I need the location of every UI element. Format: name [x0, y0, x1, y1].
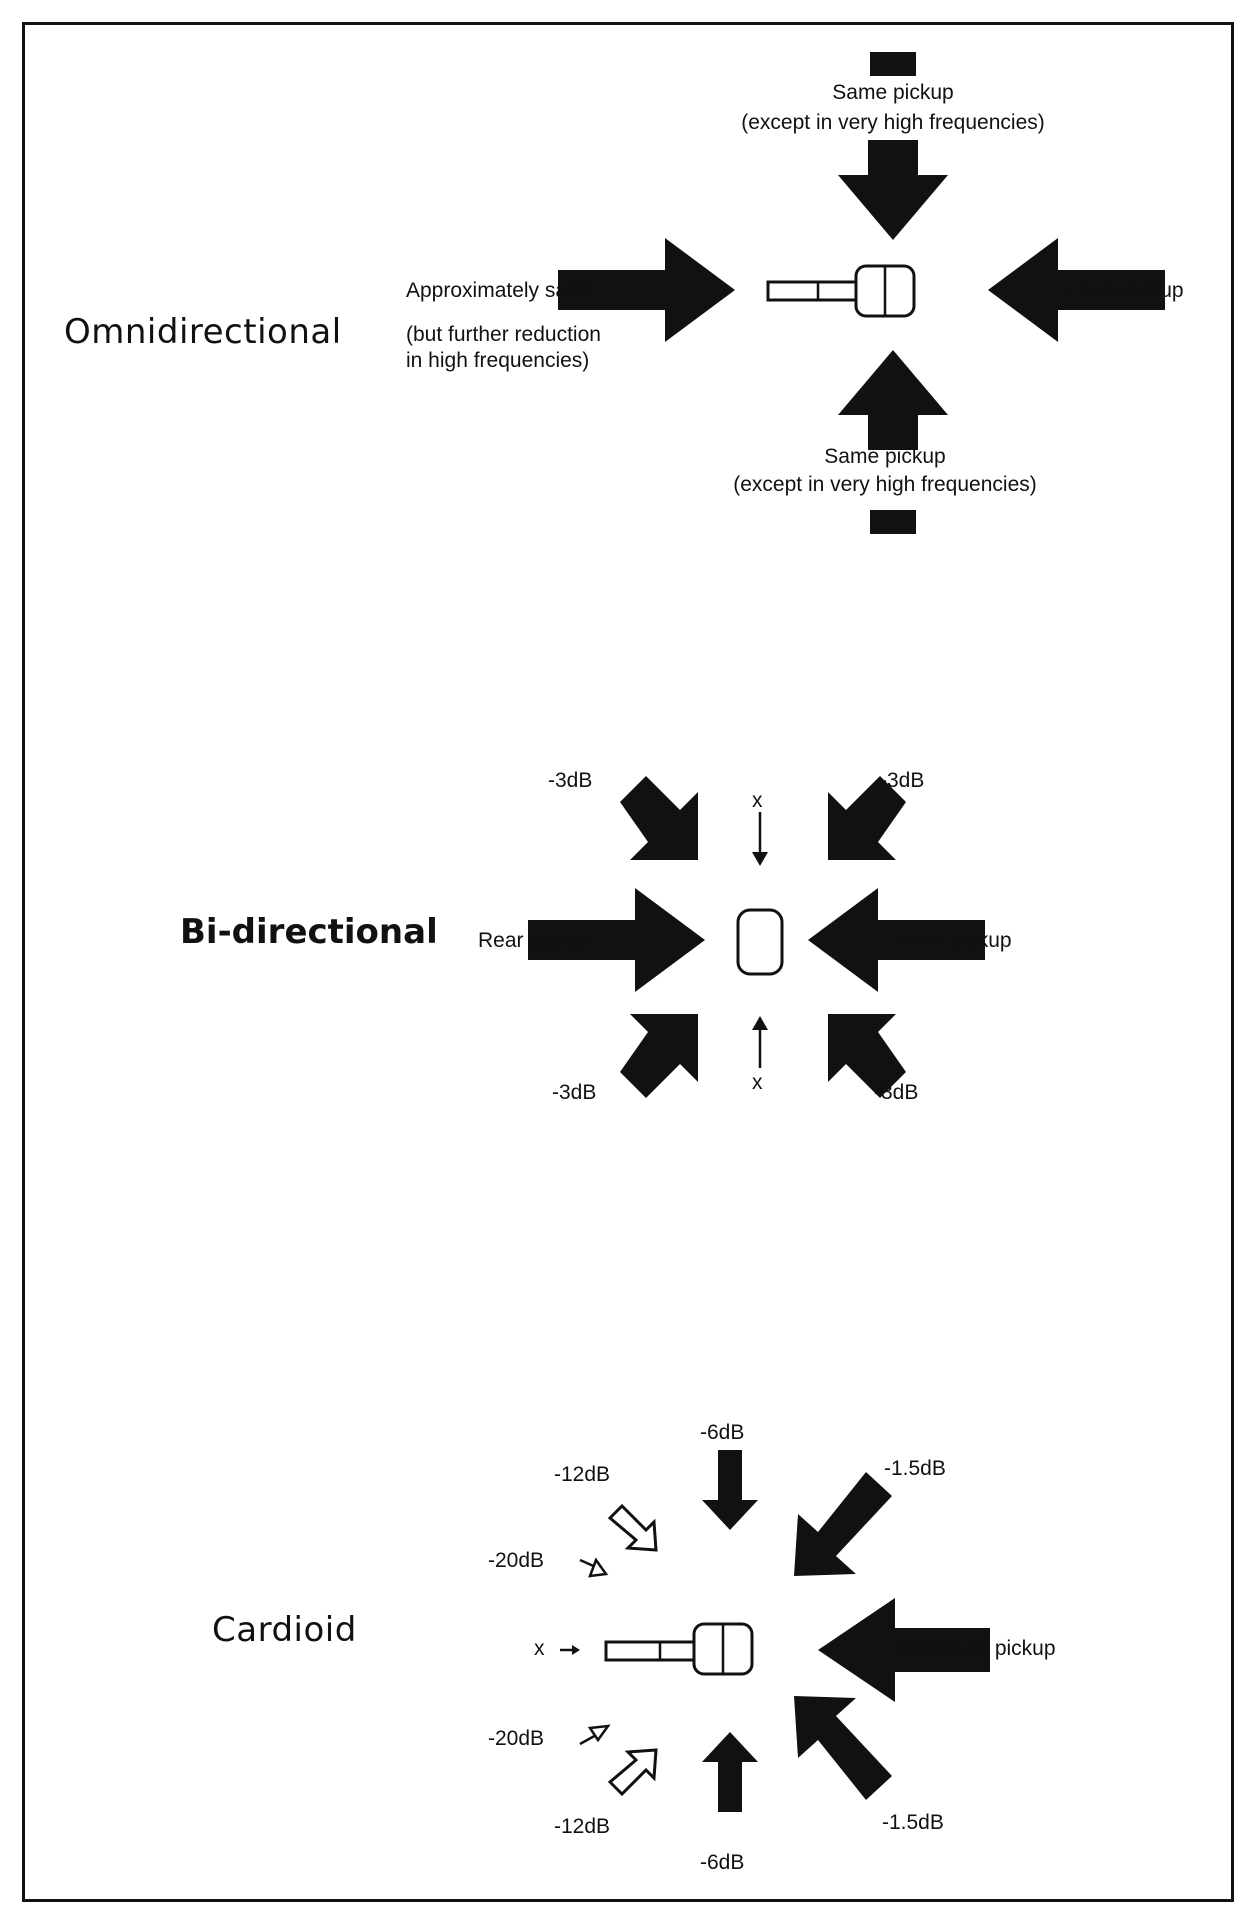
bi-top-null-arrow-icon: [752, 812, 768, 866]
cardioid-upper-left-20db-label: -20dB: [488, 1549, 545, 1572]
omni-left-sublabel-1: (but further reduction: [406, 323, 601, 346]
cardioid-upper-right-label: -1.5dB: [884, 1457, 946, 1480]
bi-title: Bi-directional: [180, 912, 438, 952]
omni-microphone-icon: [766, 264, 916, 318]
cardioid-front-arrow: [818, 1598, 990, 1702]
cardioid-lower-right-label: -1.5dB: [882, 1811, 944, 1834]
bi-bottom-null-label: x: [752, 1071, 763, 1094]
cardioid-microphone-icon: [604, 1622, 754, 1676]
bi-right-label: Front pickup: [896, 929, 1012, 952]
omni-top-arrow: [838, 140, 948, 240]
bi-upper-right-arrow: [828, 776, 906, 860]
cardioid-title: Cardioid: [212, 1610, 357, 1650]
cardioid-diagram: [560, 1450, 990, 1812]
omni-bottom-arrow: [838, 350, 948, 450]
bi-upper-right-label: -3dB: [880, 769, 925, 792]
cardioid-top-arrow: [702, 1450, 758, 1530]
cardioid-lower-left-12db-label: -12dB: [554, 1815, 611, 1838]
cardioid-right-label: Maximum pickup: [898, 1637, 1056, 1660]
omni-right-label: Front pickup: [1068, 279, 1184, 302]
cardioid-rear-null-arrow-icon: [560, 1645, 580, 1655]
bi-left-arrow: [528, 888, 705, 992]
omni-left-label: Approximately same: [406, 279, 597, 302]
bi-lower-right-arrow: [828, 1014, 906, 1098]
bi-upper-left-arrow: [620, 776, 698, 860]
bi-bottom-null-arrow-icon: [752, 1016, 768, 1068]
figure-frame: [22, 22, 1234, 1902]
cardioid-lower-right-arrow: [794, 1696, 892, 1800]
cardioid-upper-left-12db-arrow: [607, 1503, 658, 1552]
cardioid-lower-left-12db-arrow: [607, 1748, 658, 1797]
omni-bottom-label: Same pickup: [824, 445, 946, 468]
bi-lower-left-arrow: [620, 1014, 698, 1098]
cardioid-upper-left-20db-arrow-icon: [579, 1557, 609, 1578]
omni-left-sublabel-2: in high frequencies): [406, 349, 590, 372]
omni-bottom-source-block: [870, 510, 916, 534]
bi-lower-right-label: -3dB: [874, 1081, 919, 1104]
omni-title: Omnidirectional: [64, 312, 342, 352]
omni-diagram: [558, 52, 1165, 534]
bi-diagram: [528, 776, 985, 1098]
cardioid-lower-left-20db-arrow-icon: [579, 1724, 611, 1746]
cardioid-upper-right-arrow: [794, 1472, 892, 1576]
cardioid-upper-left-12db-label: -12dB: [554, 1463, 611, 1486]
omni-top-sublabel: (except in very high frequencies): [741, 111, 1045, 134]
cardioid-rear-null-label: x: [534, 1637, 545, 1660]
bi-lower-left-label: -3dB: [552, 1081, 597, 1104]
omni-left-arrow: [558, 238, 735, 342]
cardioid-top-label: -6dB: [700, 1421, 745, 1444]
bi-left-label: Rear pickup: [478, 929, 591, 952]
omni-top-source-block: [870, 52, 916, 76]
cardioid-bottom-arrow: [702, 1732, 758, 1812]
omni-top-label: Same pickup: [832, 81, 954, 104]
bi-upper-left-label: -3dB: [548, 769, 593, 792]
omni-right-arrow: [988, 238, 1165, 342]
cardioid-lower-left-20db-label: -20dB: [488, 1727, 545, 1750]
bi-right-arrow: [808, 888, 985, 992]
cardioid-bottom-label: -6dB: [700, 1851, 745, 1874]
omni-bottom-sublabel: (except in very high frequencies): [733, 473, 1037, 496]
bi-top-null-label: x: [752, 789, 763, 812]
bi-microphone-icon: [736, 908, 784, 976]
